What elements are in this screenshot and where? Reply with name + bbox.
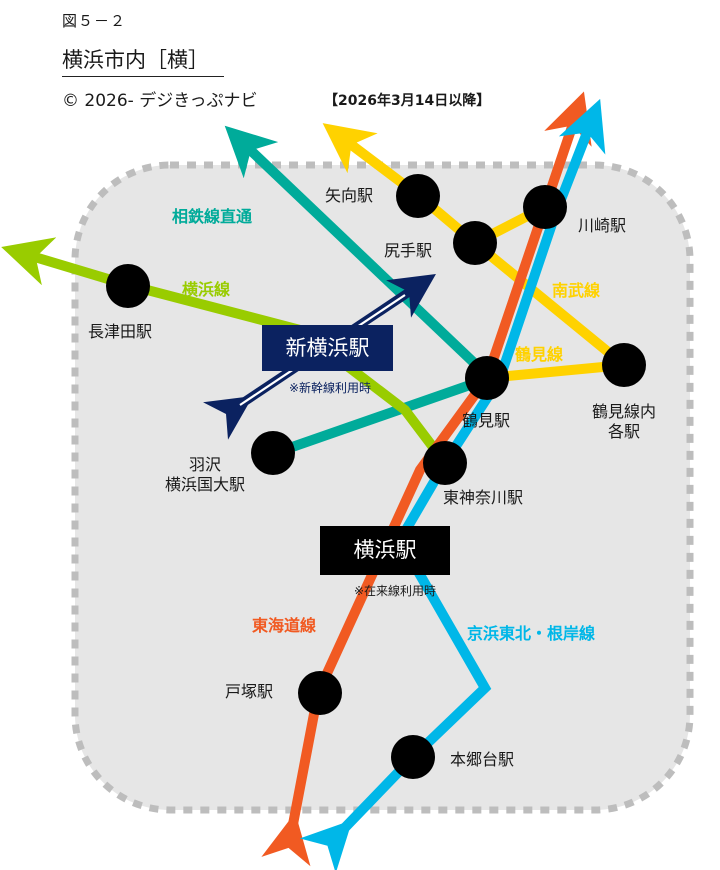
label-shitte: 尻手駅 [384, 241, 433, 260]
station-higashi-kanagawa [423, 441, 467, 485]
label-hazawa-yokohama-kokudai: 羽沢 横浜国大駅 [164, 455, 245, 494]
shin-yokohama-note: ※新幹線利用時 [289, 381, 372, 395]
copyright-credit: © 2026- デジきっぷナビ [62, 91, 258, 111]
label-tsurumi-line: 鶴見線 [515, 345, 564, 364]
label-yako: 矢向駅 [325, 186, 374, 205]
station-tsurumi-line [602, 343, 646, 387]
label-tsurumi: 鶴見駅 [462, 411, 511, 430]
station-hongodai [391, 735, 435, 779]
label-yokohama-line: 横浜線 [182, 280, 231, 299]
map-title: 横浜市内［横］ [62, 44, 224, 77]
station-shitte [453, 221, 497, 265]
label-keihin-negishi-line: 京浜東北・根岸線 [467, 624, 596, 643]
label-tokaido-line: 東海道線 [252, 616, 317, 635]
shin-yokohama-station-box: 新横浜駅 [262, 325, 393, 371]
station-totsuka [298, 671, 342, 715]
yokohama-station-box: 横浜駅 [320, 526, 450, 575]
station-kawasaki [523, 185, 567, 229]
label-higashi-kanagawa: 東神奈川駅 [443, 488, 524, 507]
figure-label: 図５－２ [62, 12, 127, 30]
label-kawasaki: 川崎駅 [578, 216, 627, 235]
label-totsuka: 戸塚駅 [225, 682, 274, 701]
station-hazawa [251, 431, 295, 475]
station-yako [396, 174, 440, 218]
label-hongodai: 本郷台駅 [450, 750, 515, 769]
label-sotetsu-line: 相鉄線直通 [172, 207, 253, 226]
station-nagatsuta [106, 264, 150, 308]
label-nambu-line: 南武線 [552, 281, 601, 300]
label-nagatsuta: 長津田駅 [88, 322, 153, 341]
yokohama-note: ※在来線利用時 [354, 584, 437, 598]
station-tsurumi [465, 356, 509, 400]
label-tsurumi-line-stations: 鶴見線内 各駅 [591, 402, 656, 441]
